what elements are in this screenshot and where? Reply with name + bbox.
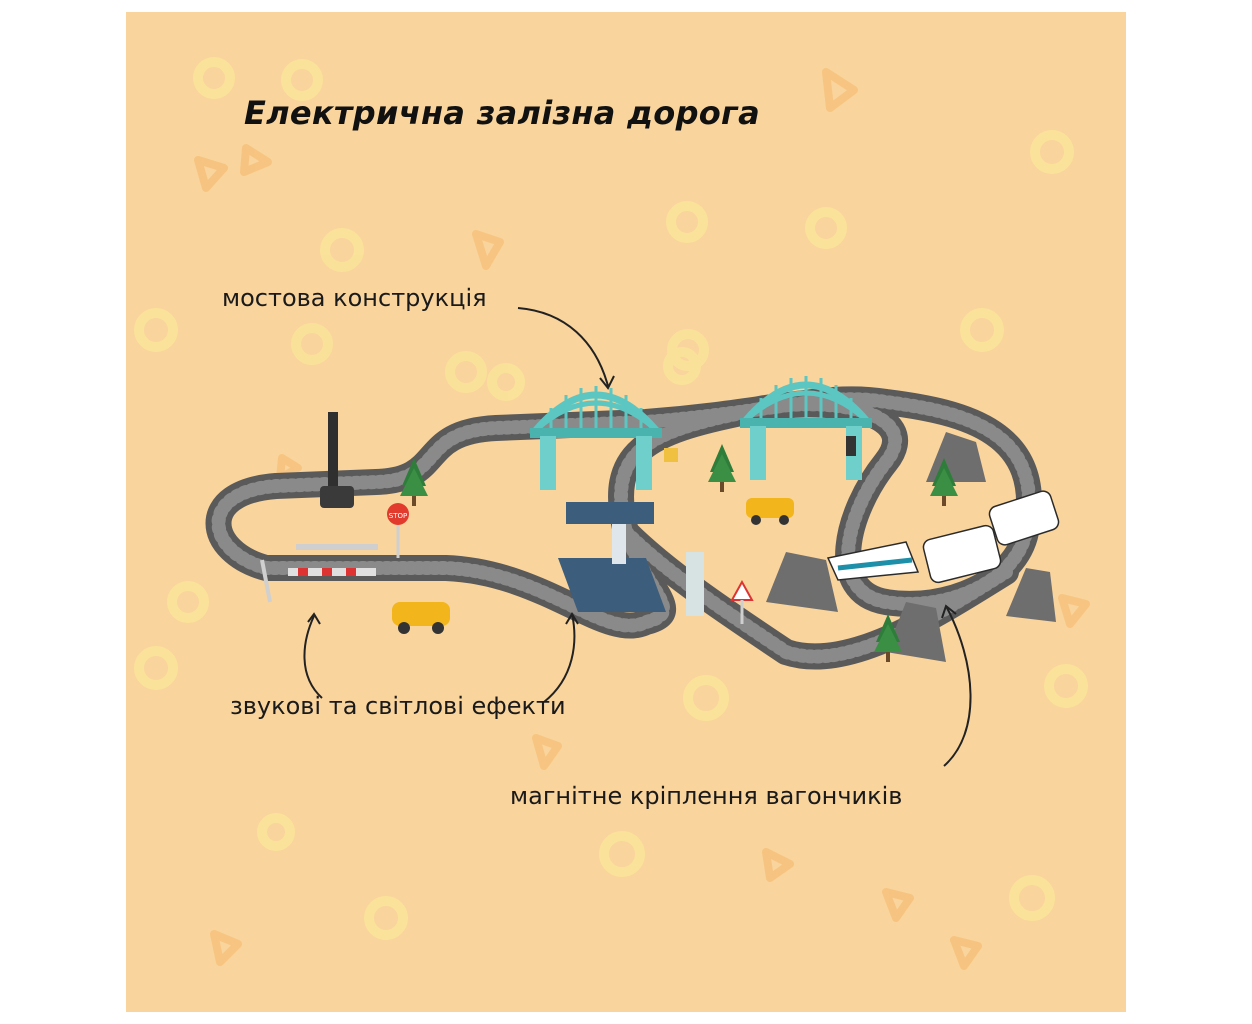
train-icon [826, 490, 1060, 584]
page-title: Електрична залізна дорога [244, 94, 760, 132]
yellow-car-icon [392, 602, 450, 634]
stop-sign: STOP [387, 503, 409, 558]
product-card: STOP [126, 12, 1126, 1012]
callout-bridge-label: мостова конструкція [222, 284, 487, 312]
stop-sign-text: STOP [389, 512, 407, 520]
background-decoration [134, 57, 1090, 970]
train-set-illustration: STOP [205, 307, 1060, 767]
callout-effects-label: звукові та світлові ефекти [230, 692, 566, 720]
callout-magnetic-label: магнітне кріплення вагончиків [510, 782, 903, 810]
yellow-racecar-icon [746, 498, 794, 525]
